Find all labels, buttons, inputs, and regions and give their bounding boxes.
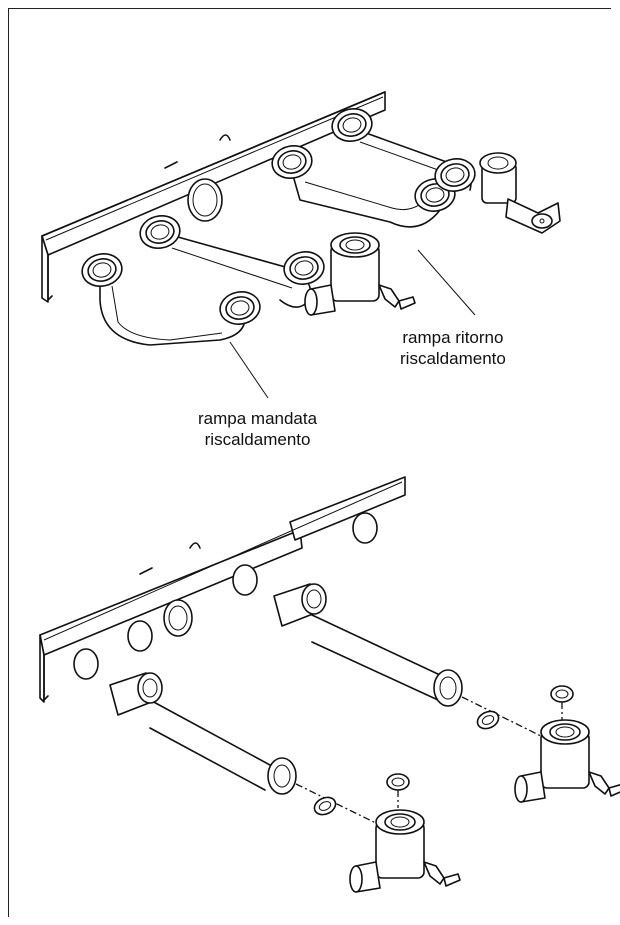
mounting-plate-top <box>41 91 386 256</box>
label-mandata-line2: riscaldamento <box>204 430 311 449</box>
mounting-plate-bottom <box>39 529 303 656</box>
pipe-mandata <box>99 269 246 346</box>
label-ritorno-line1: rampa ritorno <box>402 328 504 347</box>
label-mandata-line1: rampa mandata <box>198 409 318 428</box>
label-ritorno: rampa ritorno riscaldamento <box>400 327 506 369</box>
drawing-frame <box>8 8 611 917</box>
label-ritorno-line2: riscaldamento <box>400 349 506 368</box>
bottom-assembly <box>39 476 620 893</box>
label-mandata: rampa mandata riscaldamento <box>198 408 317 450</box>
top-assembly <box>41 91 561 399</box>
